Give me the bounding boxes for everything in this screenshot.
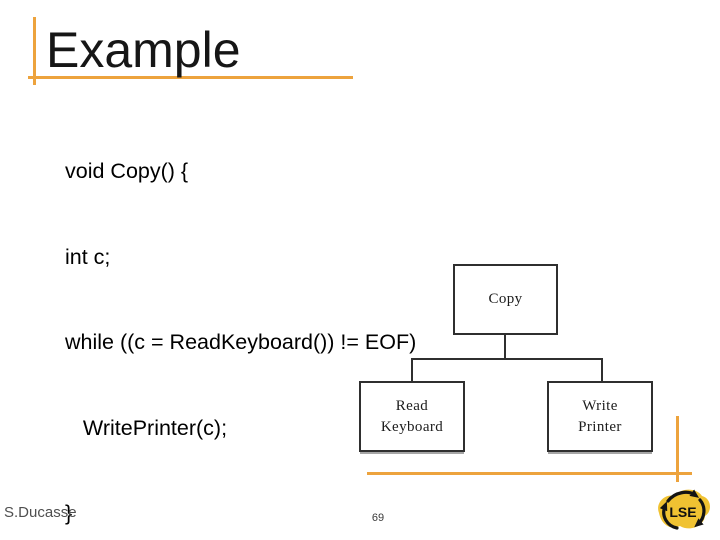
read-keyboard-node-label: Read Keyboard (381, 396, 443, 438)
read-node-line1: Read (395, 397, 429, 414)
read-keyboard-node-box: Read Keyboard (359, 381, 465, 452)
connector-crossbar-line (411, 358, 603, 360)
lse-logo: LSE (658, 489, 711, 530)
connector-left-drop-line (411, 358, 413, 382)
copy-node-label: Copy (488, 291, 523, 307)
bottom-accent-vertical-line (676, 416, 679, 482)
connector-trunk-line (504, 335, 506, 359)
recycle-arrows-icon (659, 489, 706, 530)
title-accent-vertical-line (33, 17, 36, 85)
read-node-line2: Keyboard (380, 418, 444, 435)
write-node-line1: Write (582, 397, 618, 414)
title-accent-underline (28, 76, 353, 79)
code-line: } (65, 501, 73, 525)
connector-right-drop-line (601, 358, 603, 382)
footer-author: S.Ducasse (4, 504, 77, 521)
page-number: 69 (371, 512, 385, 524)
code-block: void Copy() { int c; while ((c = ReadKey… (65, 100, 416, 540)
page-title: Example (46, 22, 241, 78)
copy-node-box: Copy (453, 264, 558, 335)
bottom-accent-horizontal-line (367, 472, 692, 475)
code-line: int c; (65, 244, 111, 269)
code-line: void Copy() { (65, 159, 189, 183)
write-printer-node-box: Write Printer (547, 381, 653, 452)
code-line: WritePrinter(c); (65, 415, 228, 440)
write-node-line2: Printer (578, 418, 622, 435)
write-printer-node-label: Write Printer (578, 396, 622, 438)
code-line: while ((c = ReadKeyboard()) != EOF) (65, 330, 417, 354)
lse-logo-text: LSE (669, 504, 696, 520)
